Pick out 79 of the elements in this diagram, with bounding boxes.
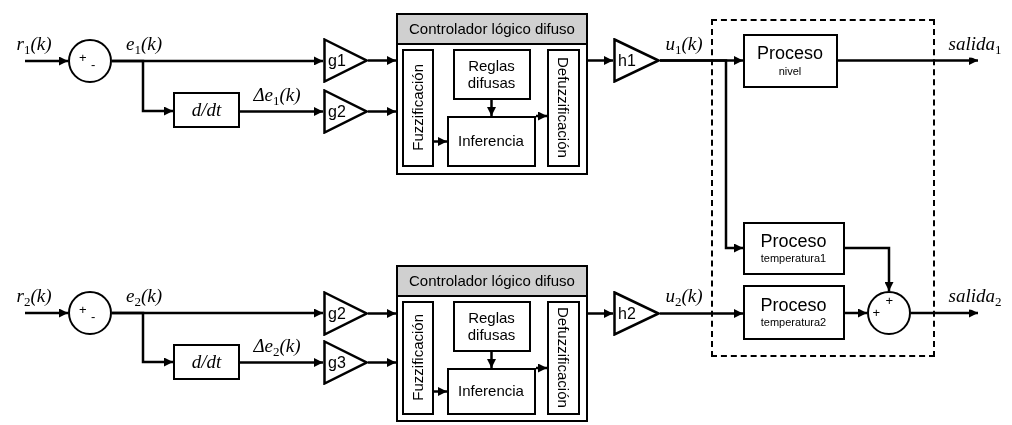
controller-block: [396, 265, 588, 422]
gain-label: g3: [328, 353, 346, 372]
signal-arrow: [112, 311, 173, 367]
block-label: Inferencia: [457, 382, 525, 400]
signal-arrow: [368, 358, 396, 367]
gain-triangle: [613, 38, 660, 83]
process-block: [401, 300, 434, 415]
signal-arrow: [240, 358, 323, 367]
gain-triangle: [613, 291, 660, 336]
summing-junction: [68, 291, 112, 335]
process-subtitle: nivel: [778, 64, 802, 78]
process-block: [446, 367, 536, 415]
gain-triangle: [323, 340, 368, 385]
signal-arrow: [25, 308, 68, 318]
gain-label: g2: [328, 304, 346, 323]
process-title: Proceso: [760, 230, 827, 253]
gain-label: h1: [618, 51, 636, 70]
controller-title: Controlador lógico difuso: [398, 15, 586, 45]
signal-arrow: [536, 363, 547, 373]
signal-arrow: [911, 308, 978, 318]
gain-label: h2: [618, 304, 636, 323]
process-block: [742, 221, 845, 275]
signal-arrow: [368, 107, 396, 116]
signal-arrow: [487, 100, 496, 116]
signal-arrow: [660, 309, 743, 318]
block-label: Fuzzificación: [409, 314, 426, 401]
dashed-boundary-box: [711, 19, 935, 357]
signal-arrow: [845, 308, 867, 318]
block-label: Reglas difusas: [466, 308, 517, 344]
sign-label: +: [79, 303, 87, 316]
controller-block: [396, 13, 588, 175]
summing-junction: [68, 39, 112, 83]
sign-label: -: [91, 310, 96, 323]
gain-triangle: [323, 38, 368, 83]
process-block: [546, 300, 580, 415]
signal-arrow: [487, 352, 496, 368]
block-label: Defuzzificación: [554, 57, 572, 158]
gain-triangle: [323, 89, 368, 134]
sign-label: +: [79, 51, 87, 64]
process-block: [742, 33, 838, 88]
signal-arrow: [838, 56, 978, 65]
process-title: Proceso: [760, 294, 827, 317]
sign-label: +: [872, 305, 881, 319]
block-label: Inferencia: [457, 132, 525, 150]
process-block: [173, 92, 240, 128]
process-block: [742, 284, 845, 340]
process-block: [452, 300, 531, 352]
signal-arrow: [845, 246, 894, 291]
signal-arrow: [240, 107, 323, 116]
process-title: Proceso: [756, 43, 823, 65]
block-label: d/dt: [190, 99, 223, 121]
signal-arrow: [588, 309, 613, 318]
summing-junction: [866, 290, 911, 335]
signal-arrow: [660, 59, 743, 253]
signal-arrow: [536, 111, 547, 121]
gain-label: g1: [328, 51, 346, 70]
process-block: [452, 48, 531, 100]
signal-arrow: [588, 56, 613, 65]
process-block: [446, 115, 536, 167]
process-subtitle: temperatura1: [760, 252, 827, 266]
signal-arrow: [368, 309, 396, 318]
sign-label: -: [91, 58, 96, 71]
gain-triangle: [323, 291, 368, 336]
block-label: Defuzzificación: [554, 307, 572, 408]
signal-arrow: [25, 56, 68, 66]
block-label: d/dt: [190, 351, 223, 373]
block-label: Fuzzificación: [409, 64, 426, 151]
signal-arrow: [434, 387, 447, 396]
sign-label: +: [885, 293, 894, 307]
gain-label: g2: [328, 102, 346, 121]
process-block: [401, 48, 434, 167]
process-block: [173, 344, 240, 380]
process-subtitle: temperatura2: [760, 316, 827, 330]
process-block: [546, 48, 580, 167]
signal-arrow: [368, 56, 396, 65]
signal-arrow: [112, 59, 173, 116]
signal-arrow: [434, 137, 447, 146]
controller-title: Controlador lógico difuso: [398, 267, 586, 297]
block-label: Reglas difusas: [466, 56, 517, 92]
